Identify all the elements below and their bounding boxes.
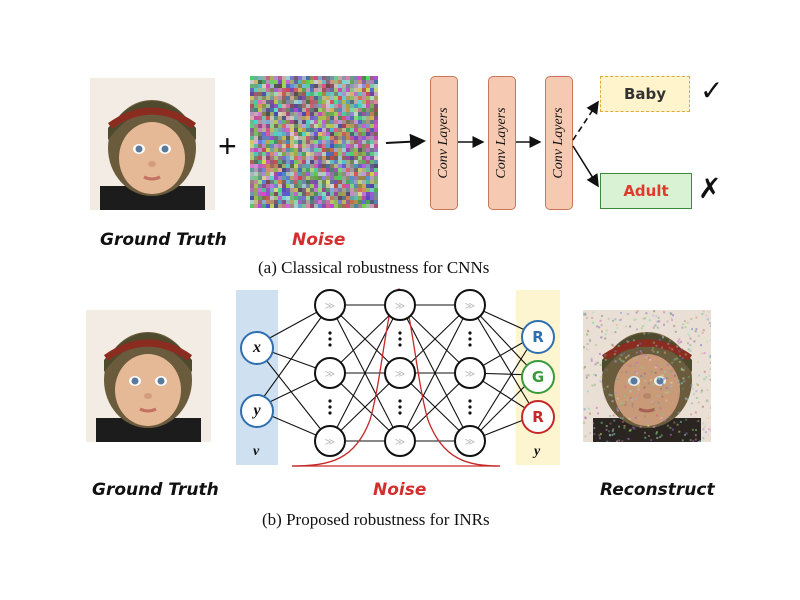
hidden-neuron (454, 425, 486, 457)
noise-image (250, 76, 378, 208)
check-mark-icon: ✓ (700, 74, 724, 107)
conv-layer-3: Conv Layers (545, 76, 573, 210)
output-adult-box: Adult (600, 173, 692, 209)
neuron-activation-icon: ≫ (465, 437, 475, 448)
cross-mark-icon: ✗ (698, 172, 722, 205)
ellipsis-dot (398, 399, 402, 403)
input-node-label: y (253, 402, 261, 419)
hidden-neuron (384, 289, 416, 321)
noise-curve (291, 288, 501, 467)
ellipsis-dot (468, 411, 472, 415)
ground-truth-label-a: Ground Truth (100, 230, 227, 250)
reconstruct-image (583, 310, 711, 442)
arrows-a (385, 100, 599, 188)
output-node-label: R (532, 328, 544, 346)
ellipsis-dot (328, 343, 332, 347)
neuron-activation-icon: ≫ (465, 369, 475, 380)
neuron-activation-icon: ≫ (325, 369, 335, 380)
neuron-activation-icon: ≫ (395, 437, 405, 448)
output-node-label: R (532, 408, 544, 426)
ellipsis-dot (328, 399, 332, 403)
hidden-neuron (384, 357, 416, 389)
ellipsis-dot (468, 337, 472, 341)
ellipsis-dot (468, 343, 472, 347)
ellipsis-dot (398, 405, 402, 409)
ground-truth-label-b: Ground Truth (92, 480, 219, 500)
ellipsis-dot (398, 411, 402, 415)
ellipsis-dot (398, 343, 402, 347)
output-panel-label: y (534, 444, 541, 459)
ellipsis-dot (398, 337, 402, 341)
output-baby-box: Baby (600, 76, 690, 112)
hidden-neuron (314, 357, 346, 389)
output-node-g: G (521, 360, 555, 394)
neuron-activation-icon: ≫ (395, 369, 405, 380)
plus-sign: + (218, 128, 237, 164)
output-node-label: G (531, 368, 545, 386)
ellipsis-dot (328, 337, 332, 341)
hidden-neuron (454, 289, 486, 321)
caption-a: (a) Classical robustness for CNNs (258, 258, 490, 277)
arrow-to-adult (572, 145, 599, 188)
ellipsis-dot (328, 331, 332, 335)
input-node-label: x (253, 339, 261, 356)
arrow-noise-to-conv (385, 133, 426, 150)
hidden-neuron (454, 357, 486, 389)
neuron-activation-icon: ≫ (395, 301, 405, 312)
ground-truth-image-a (90, 78, 215, 210)
noise-label-a: Noise (292, 230, 346, 250)
input-node-y: y (240, 394, 274, 428)
ellipsis-dot (398, 331, 402, 335)
neuron-activation-icon: ≫ (325, 437, 335, 448)
ellipsis-dot (328, 405, 332, 409)
conv-layer-2: Conv Layers (488, 76, 516, 210)
ellipsis-dot (468, 331, 472, 335)
neuron-activation-icon: ≫ (325, 301, 335, 312)
input-panel (236, 290, 278, 465)
caption-b: (b) Proposed robustness for INRs (262, 510, 490, 529)
output-node-r2: R (521, 400, 555, 434)
input-panel-label: v (253, 444, 260, 459)
conv-layer-1: Conv Layers (430, 76, 458, 210)
neuron-activation-icon: ≫ (465, 301, 475, 312)
arrow-to-baby (572, 100, 599, 141)
hidden-neuron (314, 425, 346, 457)
input-node-x: x (240, 331, 274, 365)
noise-label-b: Noise (373, 480, 427, 500)
hidden-neuron (384, 425, 416, 457)
ground-truth-image-b (86, 310, 211, 442)
reconstruct-label: Reconstruct (600, 480, 715, 500)
hidden-neuron (314, 289, 346, 321)
output-node-r1: R (521, 320, 555, 354)
ellipsis-dot (468, 405, 472, 409)
ellipsis-dot (328, 411, 332, 415)
ellipsis-dot (468, 399, 472, 403)
